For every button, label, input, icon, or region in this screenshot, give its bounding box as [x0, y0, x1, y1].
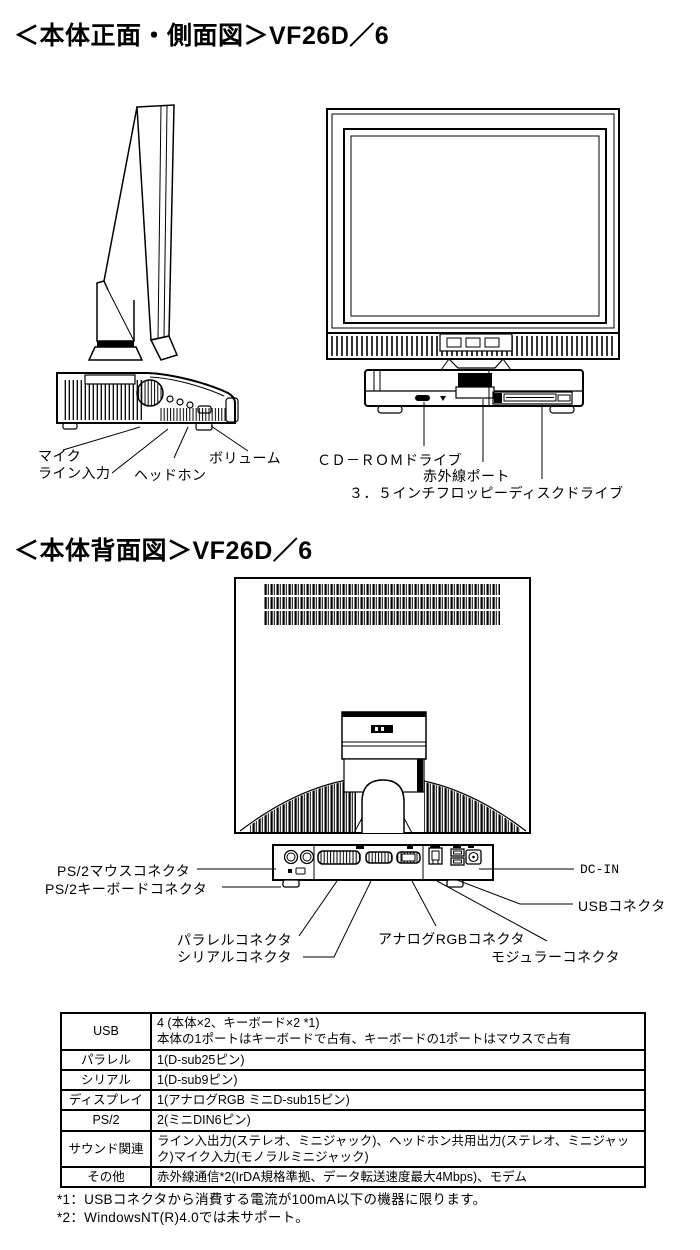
- spec-row-label: その他: [60, 1165, 152, 1189]
- spec-row-label: ディスプレイ: [60, 1088, 152, 1112]
- parallel-port-icon: [317, 850, 361, 865]
- front-view-diagram: [326, 108, 620, 414]
- side-vent-grille: [62, 380, 143, 420]
- rear-figure-title: ＜本体背面図＞VF26D／6: [14, 537, 313, 565]
- side-view-diagram: [56, 104, 239, 431]
- spec-row-other: その他 赤外線通信*2(IrDA規格準拠、データ転送速度最大4Mbps)、モデム: [60, 1165, 646, 1189]
- front-side-figure-title: ＜本体正面・側面図＞VF26D／6: [14, 22, 390, 50]
- spec-row-value: 1(D-sub25ピン): [150, 1048, 646, 1071]
- footnote-2: *2：WindowsNT(R)4.0では未サポート。: [57, 1210, 310, 1225]
- spec-row-display: ディスプレイ 1(アナログRGB ミニD-sub15ピン): [60, 1088, 646, 1112]
- mouse-symbol-icon: [288, 869, 292, 873]
- label-ir-port: 赤外線ポート: [423, 468, 510, 484]
- spec-row-parallel: パラレル 1(D-sub25ピン): [60, 1048, 646, 1071]
- spec-row-value: ライン入出力(ステレオ、ミニジャック)、ヘッドホン共用出力(ステレオ、ミニジャッ…: [150, 1129, 646, 1168]
- spec-table: USB 4 (本体×2、キーボード×2 *1) 本体の1ポートはキーボードで占有…: [60, 1012, 646, 1189]
- rear-top-vents: [263, 584, 500, 625]
- label-line-in: ライン入力: [38, 465, 111, 481]
- label-parallel: パラレルコネクタ: [177, 932, 293, 948]
- rear-center-module: [341, 711, 427, 793]
- ps2-ports-icon: [283, 849, 315, 865]
- modular-jack-icon: [428, 845, 443, 865]
- label-floppy: ３．５インチフロッピーディスクドライブ: [349, 485, 624, 501]
- volume-knob-icon: [136, 379, 164, 407]
- label-modular: モジュラーコネクタ: [491, 949, 620, 965]
- side-view-leader-lines: [62, 425, 249, 474]
- spec-row-label: パラレル: [60, 1048, 152, 1071]
- spec-row-ps2: PS/2 2(ミニDIN6ピン): [60, 1109, 646, 1132]
- stand-pedestal: [361, 779, 405, 833]
- label-serial: シリアルコネクタ: [177, 949, 293, 965]
- screen: [350, 135, 600, 317]
- spec-row-value: 赤外線通信*2(IrDA規格準拠、データ転送速度最大4Mbps)、モデム: [150, 1165, 646, 1189]
- label-ps2-mouse: PS/2マウスコネクタ: [57, 863, 191, 879]
- rear-view-leader-lines: [197, 868, 574, 958]
- dc-in-jack-icon: [465, 845, 482, 865]
- panel-foot: [149, 335, 179, 361]
- spec-row-label: シリアル: [60, 1068, 152, 1092]
- spec-row-label: USB: [60, 1012, 152, 1051]
- label-dc-in: DC-IN: [580, 862, 620, 877]
- label-usb: USBコネクタ: [578, 898, 666, 914]
- spec-row-label: PS/2: [60, 1109, 152, 1132]
- spec-row-value: 1(アナログRGB ミニD-sub15ピン): [150, 1088, 646, 1112]
- floppy-drive-icon: [492, 391, 573, 405]
- spec-row-value: 1(D-sub9ピン): [150, 1068, 646, 1092]
- label-ps2-keyboard: PS/2キーボードコネクタ: [45, 881, 208, 897]
- spec-row-sound: サウンド関連 ライン入出力(ステレオ、ミニジャック)、ヘッドホン共用出力(ステレ…: [60, 1129, 646, 1168]
- keyboard-symbol-icon: [295, 867, 306, 875]
- rear-view-diagram: [234, 577, 531, 888]
- screen-bezel: [343, 128, 607, 324]
- spec-row-value: 4 (本体×2、キーボード×2 *1) 本体の1ポートはキーボードで占有、キーボ…: [150, 1012, 646, 1051]
- rear-connector-panel: [272, 844, 494, 888]
- front-control-buttons-icon: [439, 333, 513, 352]
- label-cdrom: ＣＤ－ＲＯＭドライブ: [317, 452, 462, 468]
- label-mic: マイク: [38, 448, 82, 464]
- spec-row-value: 2(ミニDIN6ピン): [150, 1109, 646, 1132]
- label-headphone: ヘッドホン: [134, 467, 207, 483]
- spec-row-usb: USB 4 (本体×2、キーボード×2 *1) 本体の1ポートはキーボードで占有…: [60, 1012, 646, 1051]
- usb-ports-icon: [450, 845, 465, 866]
- cdrom-slot-icon: [415, 395, 430, 401]
- footnote-1: *1：USBコネクタから消費する電流が100mA以下の機器に限ります。: [57, 1192, 487, 1207]
- ir-port-icon: [458, 373, 492, 387]
- spec-row-label: サウンド関連: [60, 1129, 152, 1168]
- vga-port-icon: [396, 851, 421, 864]
- label-volume: ボリューム: [209, 450, 282, 466]
- serial-port-icon: [365, 851, 393, 864]
- spec-row-serial: シリアル 1(D-sub9ピン): [60, 1068, 646, 1092]
- label-analog-rgb: アナログRGBコネクタ: [378, 931, 525, 947]
- front-view-leader-lines: [423, 399, 543, 479]
